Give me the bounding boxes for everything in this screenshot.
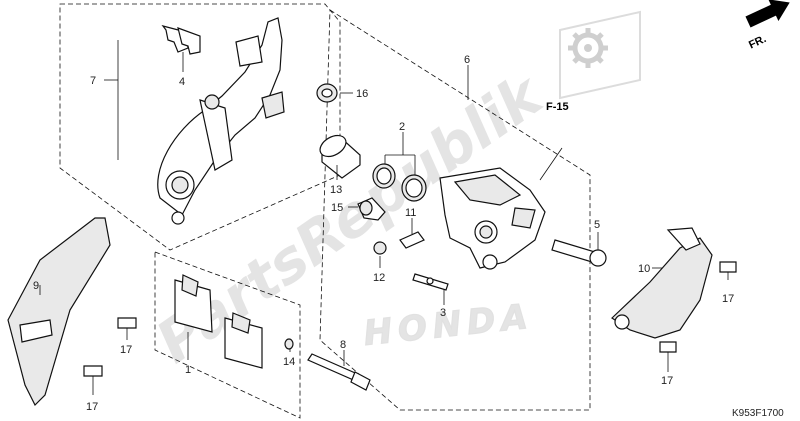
callout-15: 15 [331, 202, 343, 214]
pad-shim [284, 338, 294, 350]
callout-11: 11 [405, 207, 416, 219]
caliper-group-box [319, 9, 591, 411]
disc-guard [7, 217, 111, 407]
callout-5: 5 [594, 219, 600, 231]
caliper-body [439, 167, 546, 270]
bolt-17c [83, 365, 103, 377]
callout-13: 13 [330, 184, 342, 196]
callout-6: 6 [464, 54, 470, 66]
pin-bolt [307, 353, 371, 391]
callout-2: 2 [399, 121, 405, 133]
leader-lines [39, 40, 729, 395]
watermark-flag-shape [559, 10, 641, 100]
pad-pin [412, 273, 449, 291]
callout-14: 14 [283, 356, 295, 368]
caliper-bracket [157, 17, 285, 225]
caliper-guard [611, 227, 713, 339]
pin-bolt-small [399, 231, 425, 249]
slide-pin [551, 239, 607, 267]
callout-17-left-lower: 17 [86, 401, 98, 413]
piston-seals [372, 163, 427, 202]
callout-1: 1 [185, 364, 191, 376]
bolt-17b [117, 317, 137, 329]
caliper-piston [319, 134, 361, 179]
callout-17-right-lower: 17 [661, 375, 673, 387]
brake-pads [174, 274, 263, 369]
callout-7: 7 [90, 75, 96, 87]
callout-8: 8 [340, 339, 346, 351]
reference-label: F-15 [546, 101, 569, 113]
callout-3: 3 [440, 307, 446, 319]
bolt-17a [719, 261, 737, 273]
bleeder-cap [373, 241, 387, 255]
watermark-logo: HONDA [362, 296, 536, 354]
drawing-code: K953F1700 [732, 408, 784, 419]
callout-17-right-upper: 17 [722, 293, 734, 305]
boot-seal [316, 83, 338, 103]
bolt-17d [659, 341, 677, 353]
bleeder-screw [357, 197, 386, 221]
callout-12: 12 [373, 272, 385, 284]
gear-icon [568, 28, 608, 68]
pad-group-box [154, 251, 301, 419]
front-arrow-icon [745, 0, 790, 28]
callout-4: 4 [179, 76, 185, 88]
callout-16: 16 [356, 88, 368, 100]
callout-10: 10 [638, 263, 650, 275]
callout-17-left-upper: 17 [120, 344, 132, 356]
callout-9: 9 [33, 280, 39, 292]
pad-retainer-clip [161, 24, 201, 55]
front-direction-label: FR. [747, 33, 768, 51]
